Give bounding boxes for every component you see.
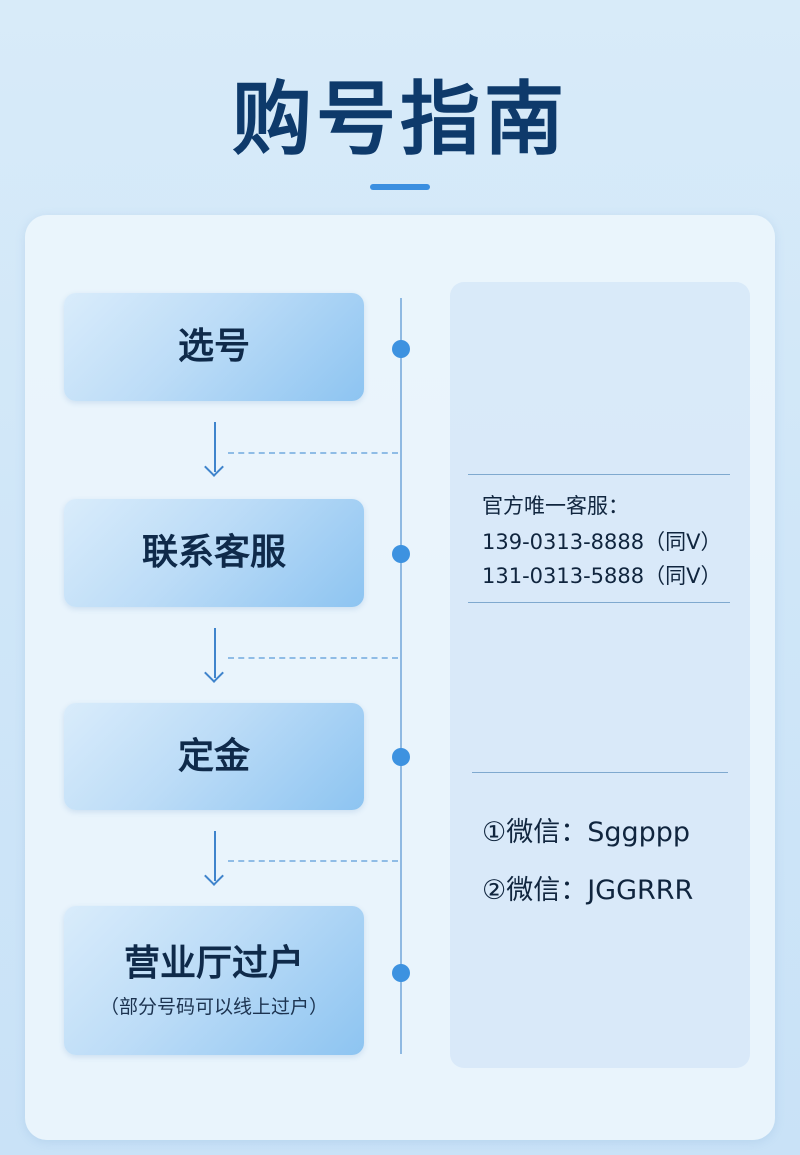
dashed-connector: [228, 452, 398, 454]
divider: [468, 474, 730, 475]
title-underline: [370, 184, 430, 190]
step-label: 联系客服: [141, 532, 286, 573]
page-title: 购号指南: [232, 73, 568, 166]
step-select-number[interactable]: 选号: [64, 293, 364, 401]
dashed-connector: [228, 657, 398, 659]
phone-number[interactable]: 131-0313-5888（同V）: [482, 564, 722, 588]
arrow-down-icon: [214, 628, 216, 678]
timeline-dot: [392, 340, 410, 358]
info-panel: [450, 282, 750, 1068]
step-contact-service[interactable]: 联系客服: [64, 499, 364, 607]
arrow-down-icon: [214, 422, 216, 472]
contact-heading: 官方唯一客服：: [482, 494, 629, 518]
divider: [472, 772, 728, 773]
arrow-down-icon: [214, 831, 216, 881]
timeline-line: [400, 298, 402, 1054]
timeline-dot: [392, 748, 410, 766]
step-label: 营业厅过户: [123, 943, 304, 984]
wechat-id[interactable]: ①微信：Sggppp: [482, 817, 691, 848]
timeline-dot: [392, 964, 410, 982]
step-label: 选号: [177, 326, 250, 367]
phone-number[interactable]: 139-0313-8888（同V）: [482, 530, 722, 554]
step-deposit[interactable]: 定金: [64, 703, 364, 810]
step-transfer[interactable]: 营业厅过户 （部分号码可以线上过户）: [64, 906, 364, 1055]
dashed-connector: [228, 860, 398, 862]
step-label: 定金: [177, 735, 250, 777]
step-note: （部分号码可以线上过户）: [99, 996, 328, 1018]
wechat-id[interactable]: ②微信：JGGRRR: [482, 875, 694, 906]
divider: [468, 602, 730, 603]
timeline-dot: [392, 545, 410, 563]
